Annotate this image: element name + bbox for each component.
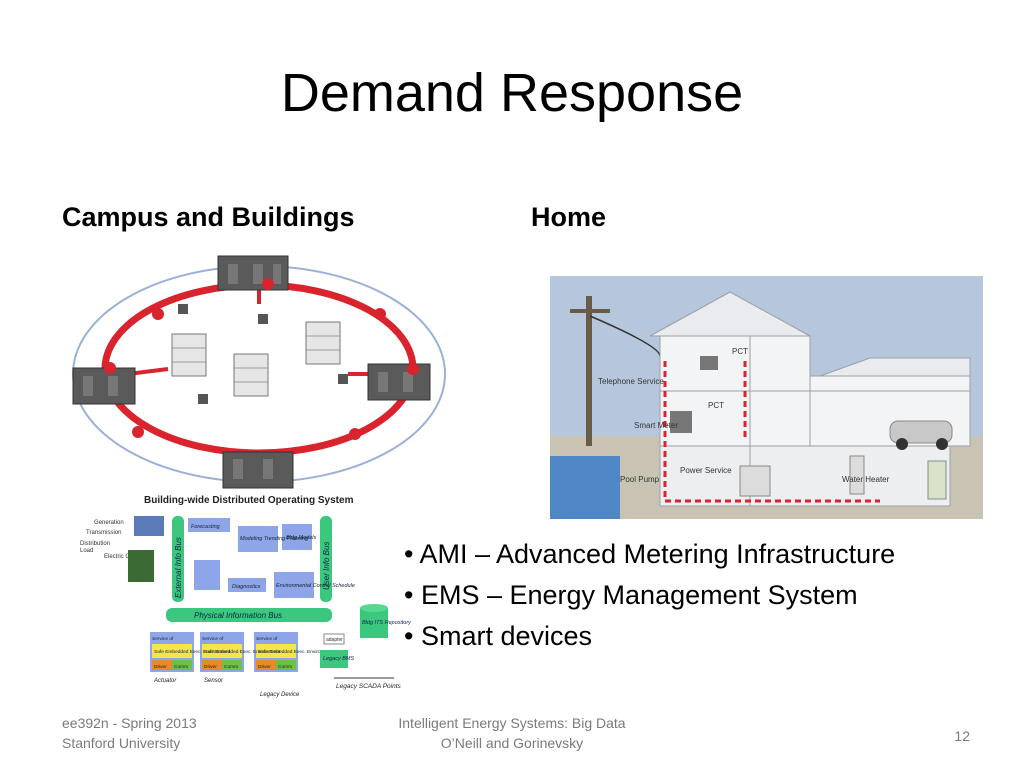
repo-label: Bldg ITS Repository — [362, 620, 412, 626]
home-diagram-image: PCT Telephone Service PCT Smart Meter Po… — [550, 276, 983, 524]
pool-pump-label: Pool Pump — [620, 475, 660, 484]
legend-load: Load — [80, 548, 93, 554]
box-bldg-models: Bldg Models — [286, 535, 317, 541]
legend-generation: Generation — [94, 520, 124, 526]
building-os-diagram: Building-wide Distributed Operating Syst… — [74, 490, 414, 715]
slide-title: Demand Response — [280, 63, 744, 123]
box-forecasting: Forecasting — [191, 524, 221, 530]
footer-authors: O’Neill and Gorinevsky — [440, 735, 584, 751]
page-number: 12 — [954, 728, 970, 744]
actuator-label: Actuator — [153, 678, 177, 684]
bullet-list: AMI – Advanced Metering Infrastructure E… — [404, 534, 895, 657]
footer-course-title: Intelligent Energy Systems: Big Data — [398, 715, 626, 731]
safe-env-label-1: Safe Embedded Exec. Environment — [154, 649, 231, 655]
sensor-label: Sensor — [204, 678, 224, 684]
service-label-3: Service of — [256, 636, 278, 642]
telephone-service-label: Telephone Service — [598, 377, 664, 386]
legacy-bms-label: Legacy BMS — [323, 656, 355, 662]
bullet-ami: AMI – Advanced Metering Infrastructure — [404, 534, 895, 575]
legend-electric-grid: Electric Grid — [104, 554, 137, 560]
footer-course: ee392n - Spring 2013 — [62, 715, 197, 731]
pct-label-lower: PCT — [708, 401, 724, 410]
os-diagram-title: Building-wide Distributed Operating Syst… — [144, 495, 354, 506]
box-diagnostics: Diagnostics — [232, 584, 261, 590]
legend-transmission: Transmission — [86, 530, 121, 536]
service-label-1: Service of — [152, 636, 174, 642]
legend-distribution: Distribution — [80, 541, 110, 547]
service-label-2: Service of — [202, 636, 224, 642]
physical-info-bus-label: Physical Information Bus — [194, 611, 282, 620]
legacy-device-label: Legacy Device — [260, 692, 300, 698]
legacy-scada-label: Legacy SCADA Points — [336, 683, 402, 690]
footer-left: ee392n - Spring 2013 Stanford University — [62, 713, 197, 753]
water-heater-label: Water Heater — [842, 475, 890, 484]
comm-label-2: Comm — [224, 664, 238, 670]
comm-label-1: Comm — [174, 664, 188, 670]
driver-label-3: Driver — [258, 664, 271, 670]
smart-meter-label: Smart Meter — [634, 421, 678, 430]
footer-center: Intelligent Energy Systems: Big Data O’N… — [350, 713, 674, 753]
user-info-bus-label: User Info Bus — [322, 542, 331, 590]
safe-env-label-2: Safe Embedded Exec. Environment — [204, 649, 281, 655]
pct-label-upper: PCT — [732, 347, 748, 356]
comm-label-3: Comm — [278, 664, 292, 670]
campus-grid-image — [68, 244, 450, 497]
safe-env-label-3: Safe Embedded Exec. Environment — [258, 649, 335, 655]
power-service-label: Power Service — [680, 466, 732, 475]
home-heading: Home — [531, 202, 607, 232]
bullet-smart-devices: Smart devices — [404, 616, 895, 657]
box-modeling: Modeling Trending Planning — [240, 536, 309, 542]
footer-university: Stanford University — [62, 735, 181, 751]
adapter-label: adapter — [326, 637, 343, 643]
driver-label-2: Driver — [204, 664, 217, 670]
campus-heading: Campus and Buildings — [62, 202, 355, 232]
external-info-bus-label: External Info Bus — [174, 537, 183, 598]
bullet-ems: EMS – Energy Management System — [404, 575, 895, 616]
box-environmental: Environmental Control Schedule — [276, 583, 355, 589]
driver-label-1: Driver — [154, 664, 167, 670]
